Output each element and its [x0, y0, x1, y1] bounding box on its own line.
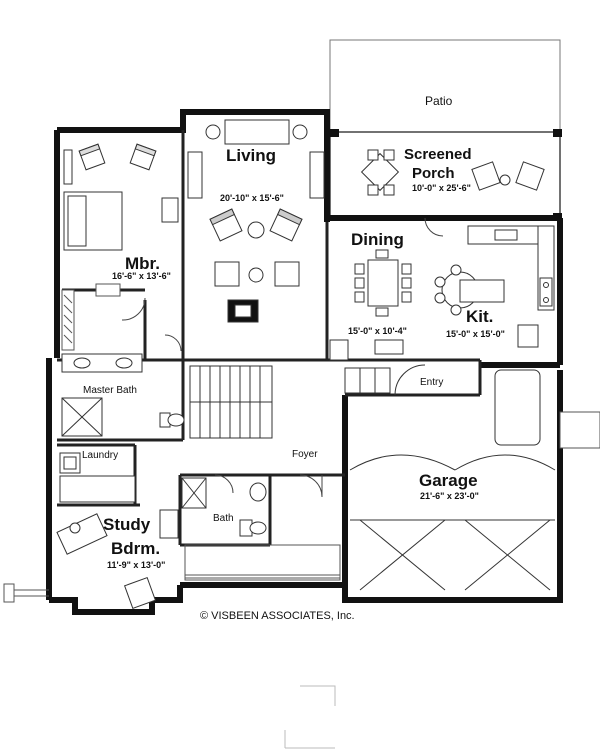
door-swings	[121, 217, 444, 498]
study-label-line2: Bdrm.	[111, 539, 161, 558]
kitchen-label: Kit.	[466, 307, 494, 326]
dining-table	[354, 249, 412, 317]
kitchen-size: 15'-0" x 15'-0"	[446, 329, 505, 339]
copyright-notice: © VISBEEN ASSOCIATES, Inc.	[200, 610, 355, 622]
west-walkway	[3, 583, 49, 603]
patio-slab	[329, 39, 561, 133]
patio-label: Patio	[425, 94, 453, 108]
closet	[61, 283, 121, 351]
foyer-label: Foyer	[292, 449, 318, 460]
study-size: 11'-9" x 13'-0"	[107, 560, 166, 570]
front-porch	[184, 544, 341, 581]
living-label: Living	[226, 146, 277, 165]
garage-side-door	[559, 411, 600, 449]
living-size: 20'-10" x 15'-6"	[220, 193, 284, 203]
lower-fixtures	[56, 452, 267, 610]
master-bedroom-size: 16'-6" x 13'-6"	[112, 271, 171, 281]
master-bath-label: Master Bath	[83, 385, 137, 396]
entry-fixtures	[329, 339, 426, 396]
site-marks	[284, 685, 336, 749]
screened-porch-label-line2: Porch	[412, 165, 455, 182]
master-bedroom-label: Mbr.	[125, 254, 160, 273]
bath-label: Bath	[213, 513, 234, 524]
living-room-furniture	[187, 119, 325, 323]
laundry-label: Laundry	[82, 450, 119, 461]
garage-label: Garage	[419, 471, 478, 490]
porch-furniture	[360, 149, 545, 196]
screened-porch-label-line1: Screened	[404, 146, 472, 163]
screened-porch-size: 10'-0" x 25'-6"	[412, 183, 471, 193]
master-bedroom-furniture	[63, 143, 179, 251]
dining-label: Dining	[351, 230, 404, 249]
stairs	[189, 365, 273, 439]
garage-parking	[349, 369, 556, 591]
dining-size: 15'-0" x 10'-4"	[348, 326, 407, 336]
kitchen-fixtures	[374, 225, 555, 355]
exterior-walls	[46, 109, 563, 615]
entry-label: Entry	[420, 377, 444, 388]
garage-size: 21'-6" x 23'-0"	[420, 491, 479, 501]
master-bath-fixtures	[61, 353, 185, 437]
study-label-line1: Study	[103, 515, 151, 534]
